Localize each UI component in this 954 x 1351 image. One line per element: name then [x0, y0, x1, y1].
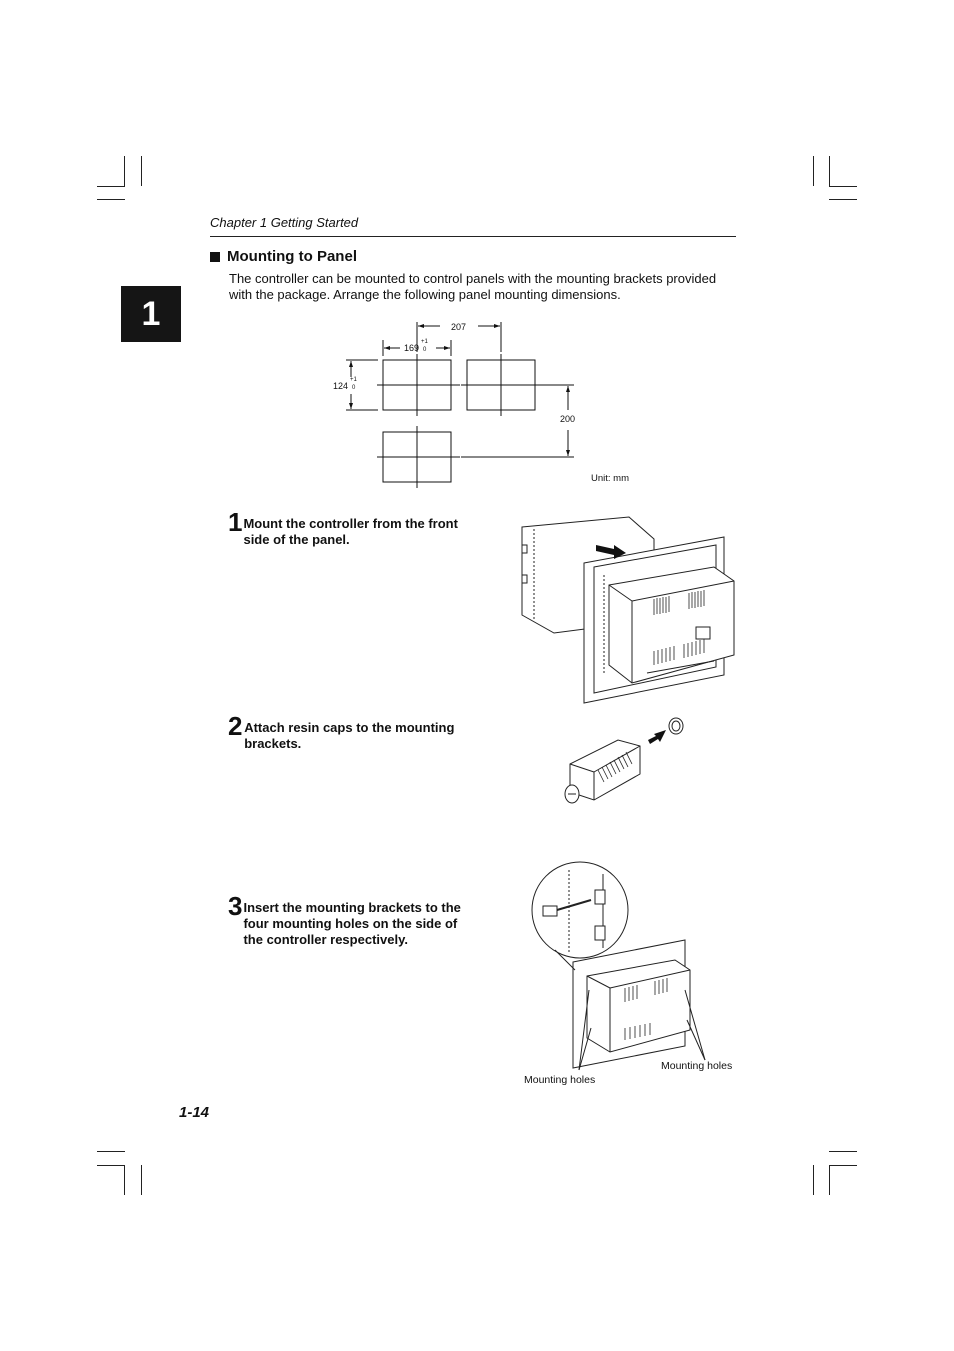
crop-mark: [813, 1165, 814, 1195]
section-title: Mounting to Panel: [210, 248, 357, 265]
crop-mark: [141, 1165, 142, 1195]
chapter-tab: 1: [121, 286, 181, 342]
dim-cut-height-tol-lower: 0: [352, 385, 356, 391]
step-number: 3: [228, 891, 243, 921]
section-title-text: Mounting to Panel: [227, 248, 357, 265]
crop-mark: [124, 1165, 125, 1195]
unit-label: Unit: mm: [591, 473, 629, 484]
intro-paragraph: The controller can be mounted to control…: [229, 271, 717, 302]
dim-cut-width-label: 169: [404, 343, 420, 353]
step-2: 2 Attach resin caps to the mounting brac…: [228, 711, 473, 752]
crop-mark: [829, 1165, 830, 1195]
dim-cut-width-tol-upper: +1: [421, 339, 428, 345]
step-number: 1: [228, 507, 243, 537]
dim-cut-width-tol-lower: 0: [423, 347, 427, 353]
insert-brackets-illustration: [531, 861, 706, 1071]
dim-vertical-pitch-label: 200: [560, 414, 576, 424]
step-1: 1 Mount the controller from the front si…: [228, 507, 473, 548]
crop-mark: [97, 186, 125, 187]
crop-mark: [97, 199, 125, 200]
mount-controller-illustration: [521, 516, 735, 704]
bracket-resin-cap-illustration: [564, 717, 684, 804]
crop-mark: [813, 156, 814, 186]
crop-mark: [829, 1165, 857, 1166]
crop-mark: [97, 1165, 125, 1166]
dim-cut-height-tol-upper: +1: [350, 377, 357, 383]
step-text: Mount the controller from the front side…: [243, 516, 458, 547]
crop-mark: [97, 1151, 125, 1152]
page-number: 1-14: [179, 1104, 210, 1121]
header-rule: [210, 236, 736, 237]
dim-cut-height-label: 124: [333, 381, 349, 391]
step-number: 2: [228, 711, 243, 741]
square-bullet-icon: [210, 251, 220, 262]
crop-mark: [829, 1151, 857, 1152]
crop-mark: [141, 156, 142, 186]
crop-mark: [829, 186, 857, 187]
running-header: Chapter 1 Getting Started: [210, 215, 359, 230]
crop-mark: [829, 199, 857, 200]
step-text: Insert the mounting brackets to the four…: [243, 900, 461, 947]
crop-mark: [124, 156, 125, 186]
crop-mark: [829, 156, 830, 186]
mounting-holes-label-left: Mounting holes: [524, 1074, 596, 1086]
step-3: 3 Insert the mounting brackets to the fo…: [228, 891, 473, 948]
dim-pitch-label: 207: [451, 322, 467, 332]
mounting-holes-label-right: Mounting holes: [661, 1060, 733, 1072]
step-text: Attach resin caps to the mounting bracke…: [244, 720, 455, 751]
